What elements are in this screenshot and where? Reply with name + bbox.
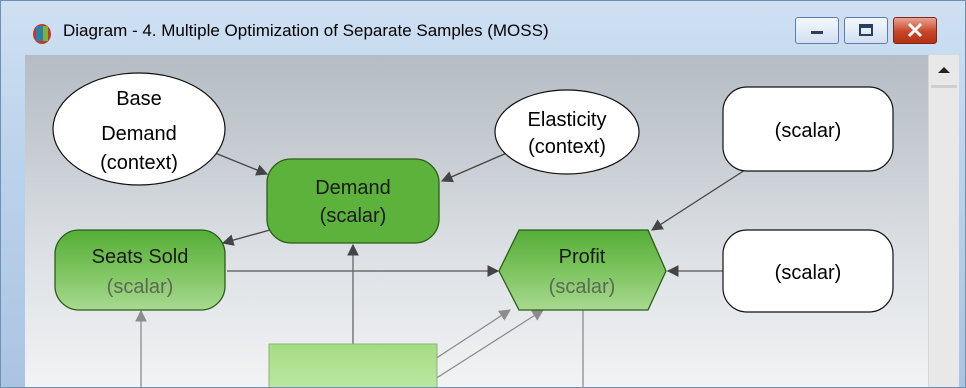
vertical-scrollbar[interactable] <box>928 55 959 387</box>
close-button[interactable] <box>893 17 937 44</box>
node-base-demand[interactable]: Base Demand (context) <box>52 72 226 186</box>
node-partial-bottom[interactable] <box>268 343 438 388</box>
scroll-up-icon <box>937 66 950 73</box>
node-seats-sold-line1: Seats Sold <box>92 246 189 268</box>
minimize-button[interactable] <box>795 17 839 44</box>
node-elasticity-line2: (context) <box>528 136 606 158</box>
node-profit[interactable]: Profit (scalar) <box>498 229 667 311</box>
close-icon <box>907 22 923 38</box>
node-base-demand-line3: (context) <box>100 152 178 174</box>
title-bar[interactable]: Diagram - 4. Multiple Optimization of Se… <box>1 1 965 44</box>
node-elasticity[interactable]: Elasticity (context) <box>494 89 640 175</box>
node-scalar-mid-label: (scalar) <box>775 262 842 284</box>
window-title: Diagram - 4. Multiple Optimization of Se… <box>63 21 549 40</box>
node-scalar-top-label: (scalar) <box>775 120 842 142</box>
node-base-demand-line1: Base <box>116 88 162 110</box>
node-profit-line1: Profit <box>559 246 606 268</box>
node-elasticity-line1: Elasticity <box>528 109 607 131</box>
node-scalar-top[interactable]: (scalar) <box>722 86 894 172</box>
node-demand[interactable]: Demand (scalar) <box>266 158 440 244</box>
node-demand-line2: (scalar) <box>320 205 387 227</box>
scroll-up-button[interactable] <box>930 56 957 83</box>
node-scalar-mid[interactable]: (scalar) <box>722 229 894 313</box>
node-seats-sold[interactable]: Seats Sold (scalar) <box>54 229 226 311</box>
maximize-icon <box>859 24 873 36</box>
influence-diagram: Base Demand (context) Elasticity (contex… <box>52 72 894 388</box>
node-demand-line1: Demand <box>315 177 391 199</box>
maximize-button[interactable] <box>844 17 888 44</box>
node-base-demand-line2: Demand <box>101 123 177 145</box>
node-seats-sold-line2: (scalar) <box>107 276 174 298</box>
app-icon <box>33 24 51 44</box>
node-profit-line2: (scalar) <box>549 276 616 298</box>
scroll-thumb[interactable] <box>931 85 957 88</box>
minimize-icon <box>811 31 823 34</box>
